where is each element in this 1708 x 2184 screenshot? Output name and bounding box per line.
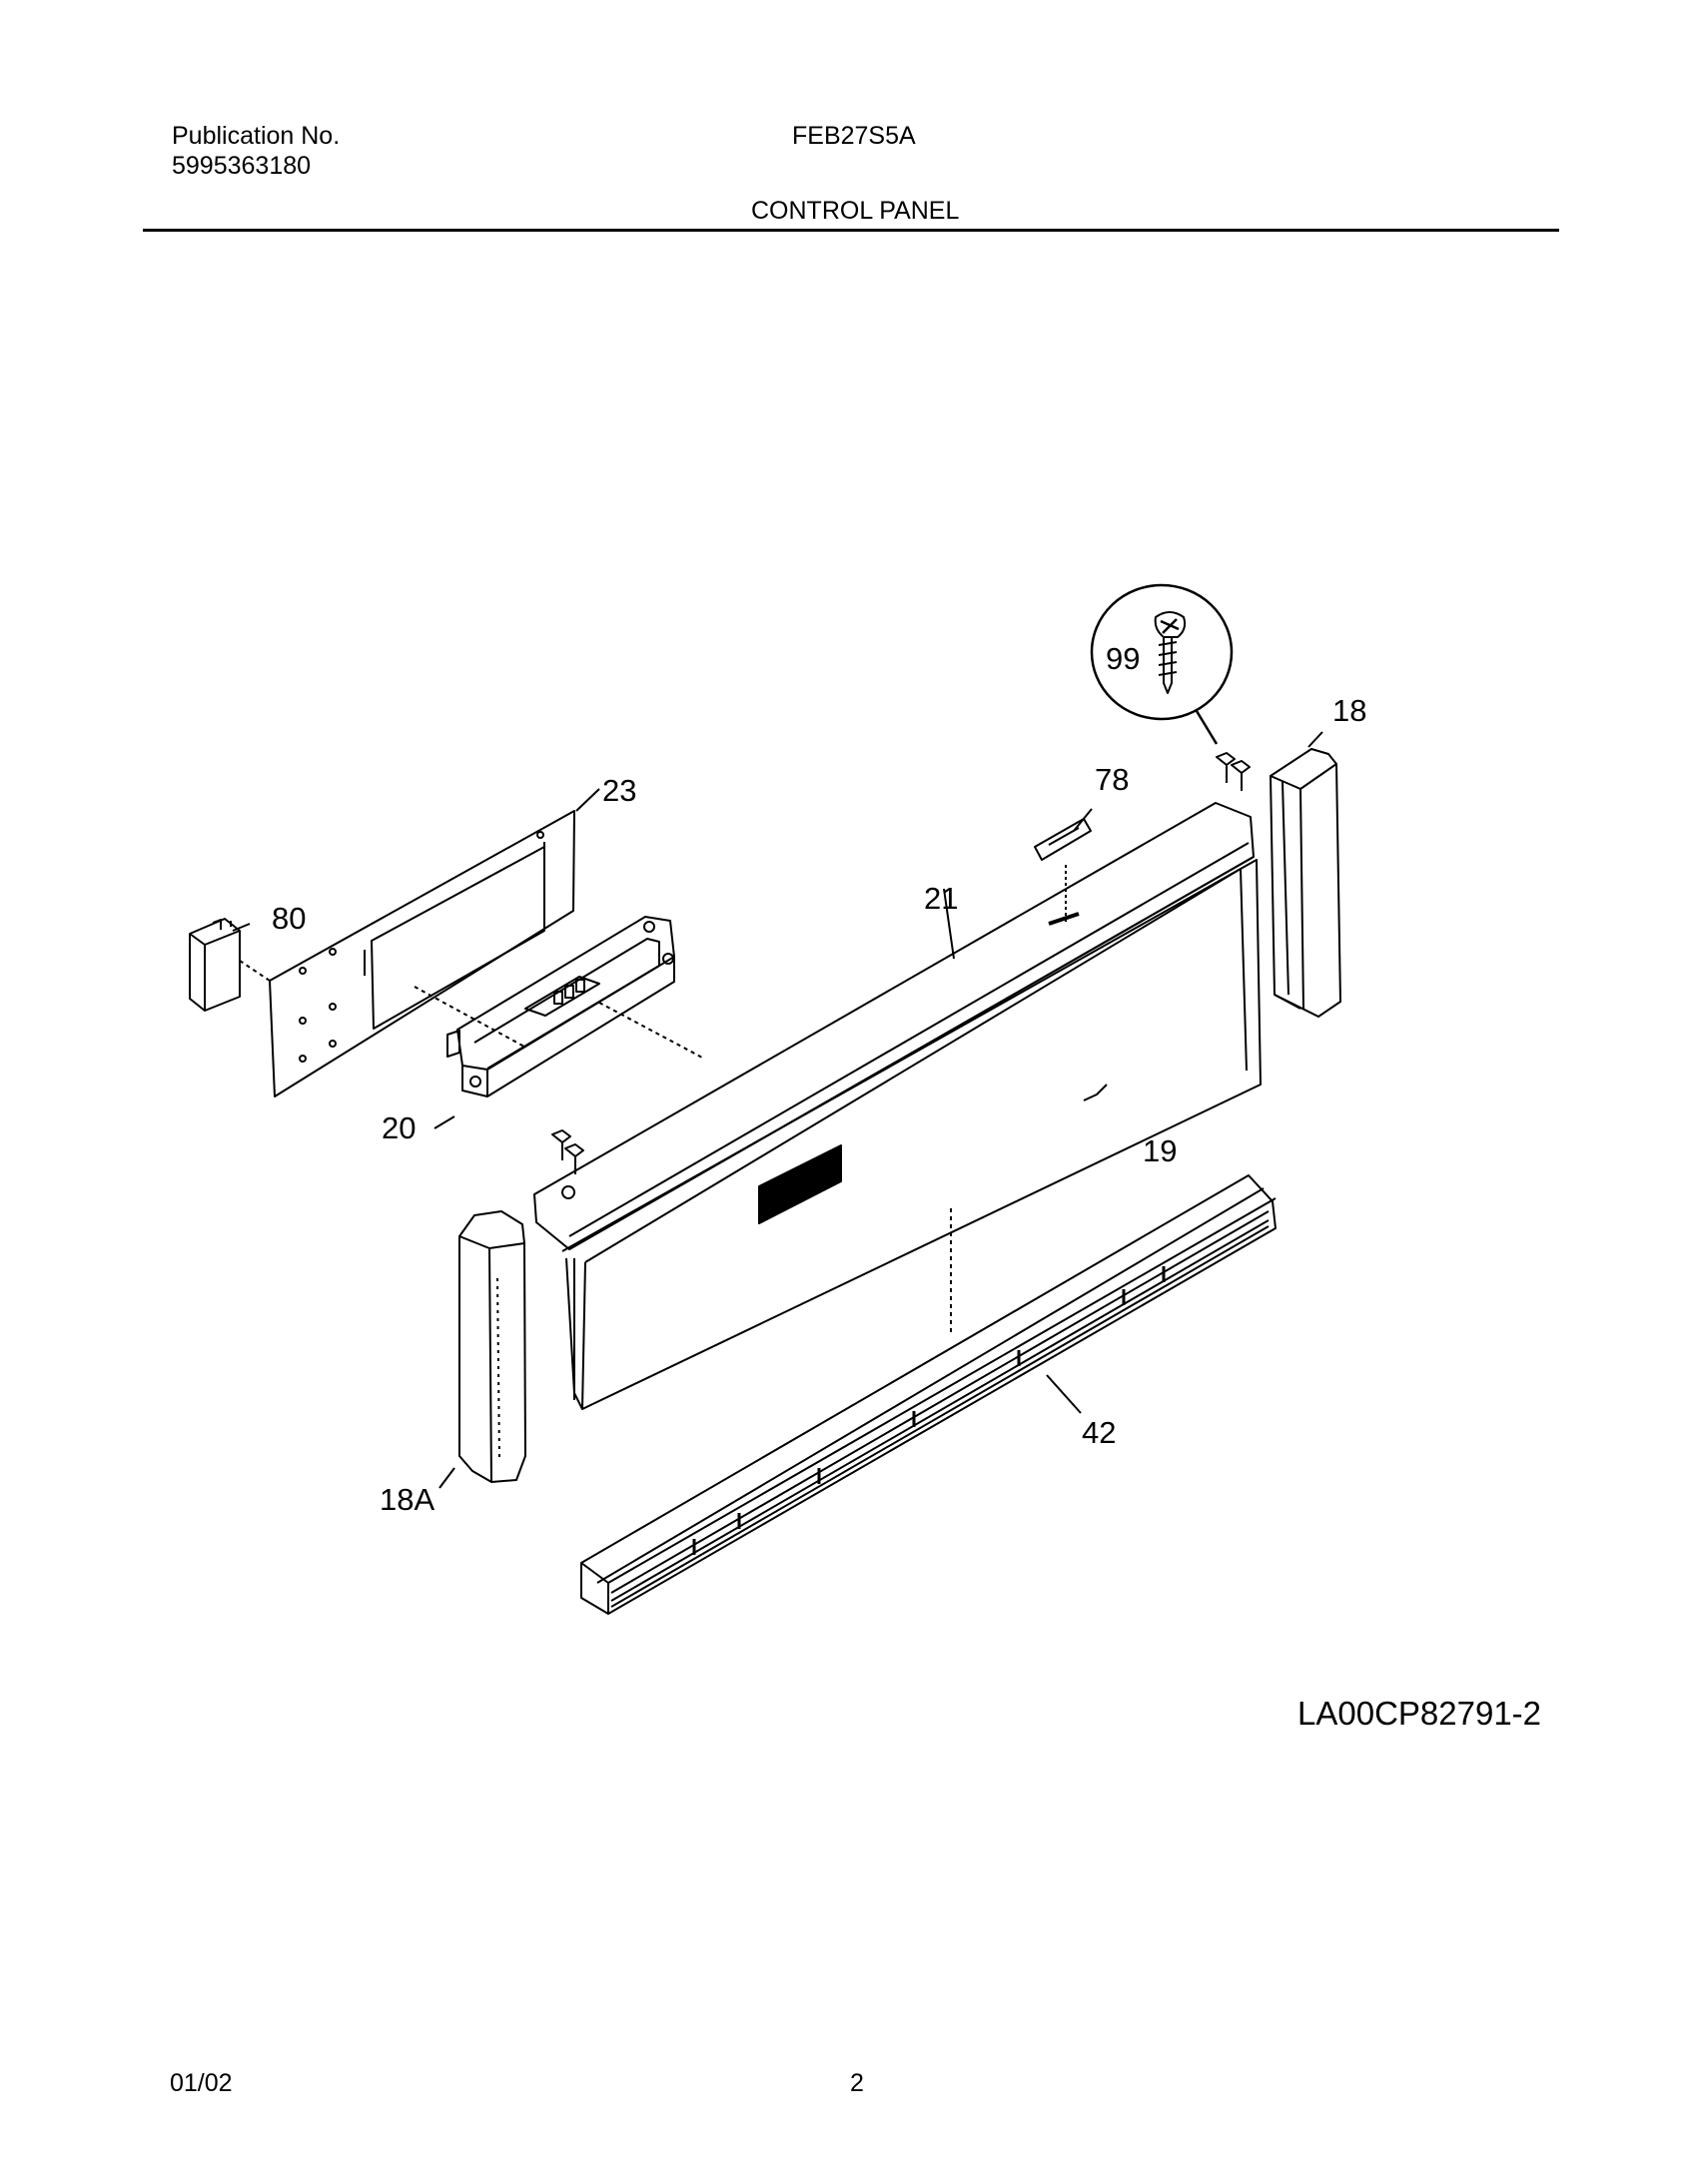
screws-top-right [1216, 752, 1251, 791]
section-title: CONTROL PANEL [751, 197, 960, 225]
callout-21: 21 [924, 881, 958, 916]
model-number: FEB27S5A [792, 122, 916, 150]
callout-80: 80 [272, 901, 306, 936]
leader-19 [1083, 1084, 1108, 1101]
screw-detail-bubble [1090, 583, 1234, 745]
page-number: 2 [850, 2069, 864, 2097]
screws-left [551, 1129, 584, 1174]
vent-grille [580, 1174, 1277, 1615]
clip-78 [1034, 818, 1092, 925]
header-rule [143, 229, 1559, 232]
control-panel-housing [533, 802, 1262, 1410]
leader-21 [943, 888, 955, 960]
callout-23: 23 [602, 773, 636, 808]
end-cap-right [1270, 748, 1341, 1018]
end-cap-left [438, 1210, 526, 1489]
publication-label: Publication No. [172, 122, 341, 150]
mounting-plate [269, 788, 600, 1097]
publication-number: 5995363180 [172, 152, 312, 180]
drawing-id: LA00CP82791-2 [1297, 1695, 1542, 1732]
relay-80 [189, 918, 271, 1012]
callout-18a: 18A [380, 1482, 434, 1517]
leader-78 [1073, 808, 1093, 832]
footer-date: 01/02 [170, 2069, 233, 2097]
display-window [758, 1144, 842, 1224]
callout-99: 99 [1106, 641, 1140, 676]
callout-19: 19 [1143, 1133, 1177, 1168]
oven-control-board [433, 916, 705, 1129]
callout-42: 42 [1082, 1415, 1116, 1450]
callout-20: 20 [382, 1110, 416, 1145]
callout-18: 18 [1332, 693, 1366, 728]
callout-78: 78 [1095, 762, 1129, 797]
leader-18 [1307, 731, 1323, 748]
